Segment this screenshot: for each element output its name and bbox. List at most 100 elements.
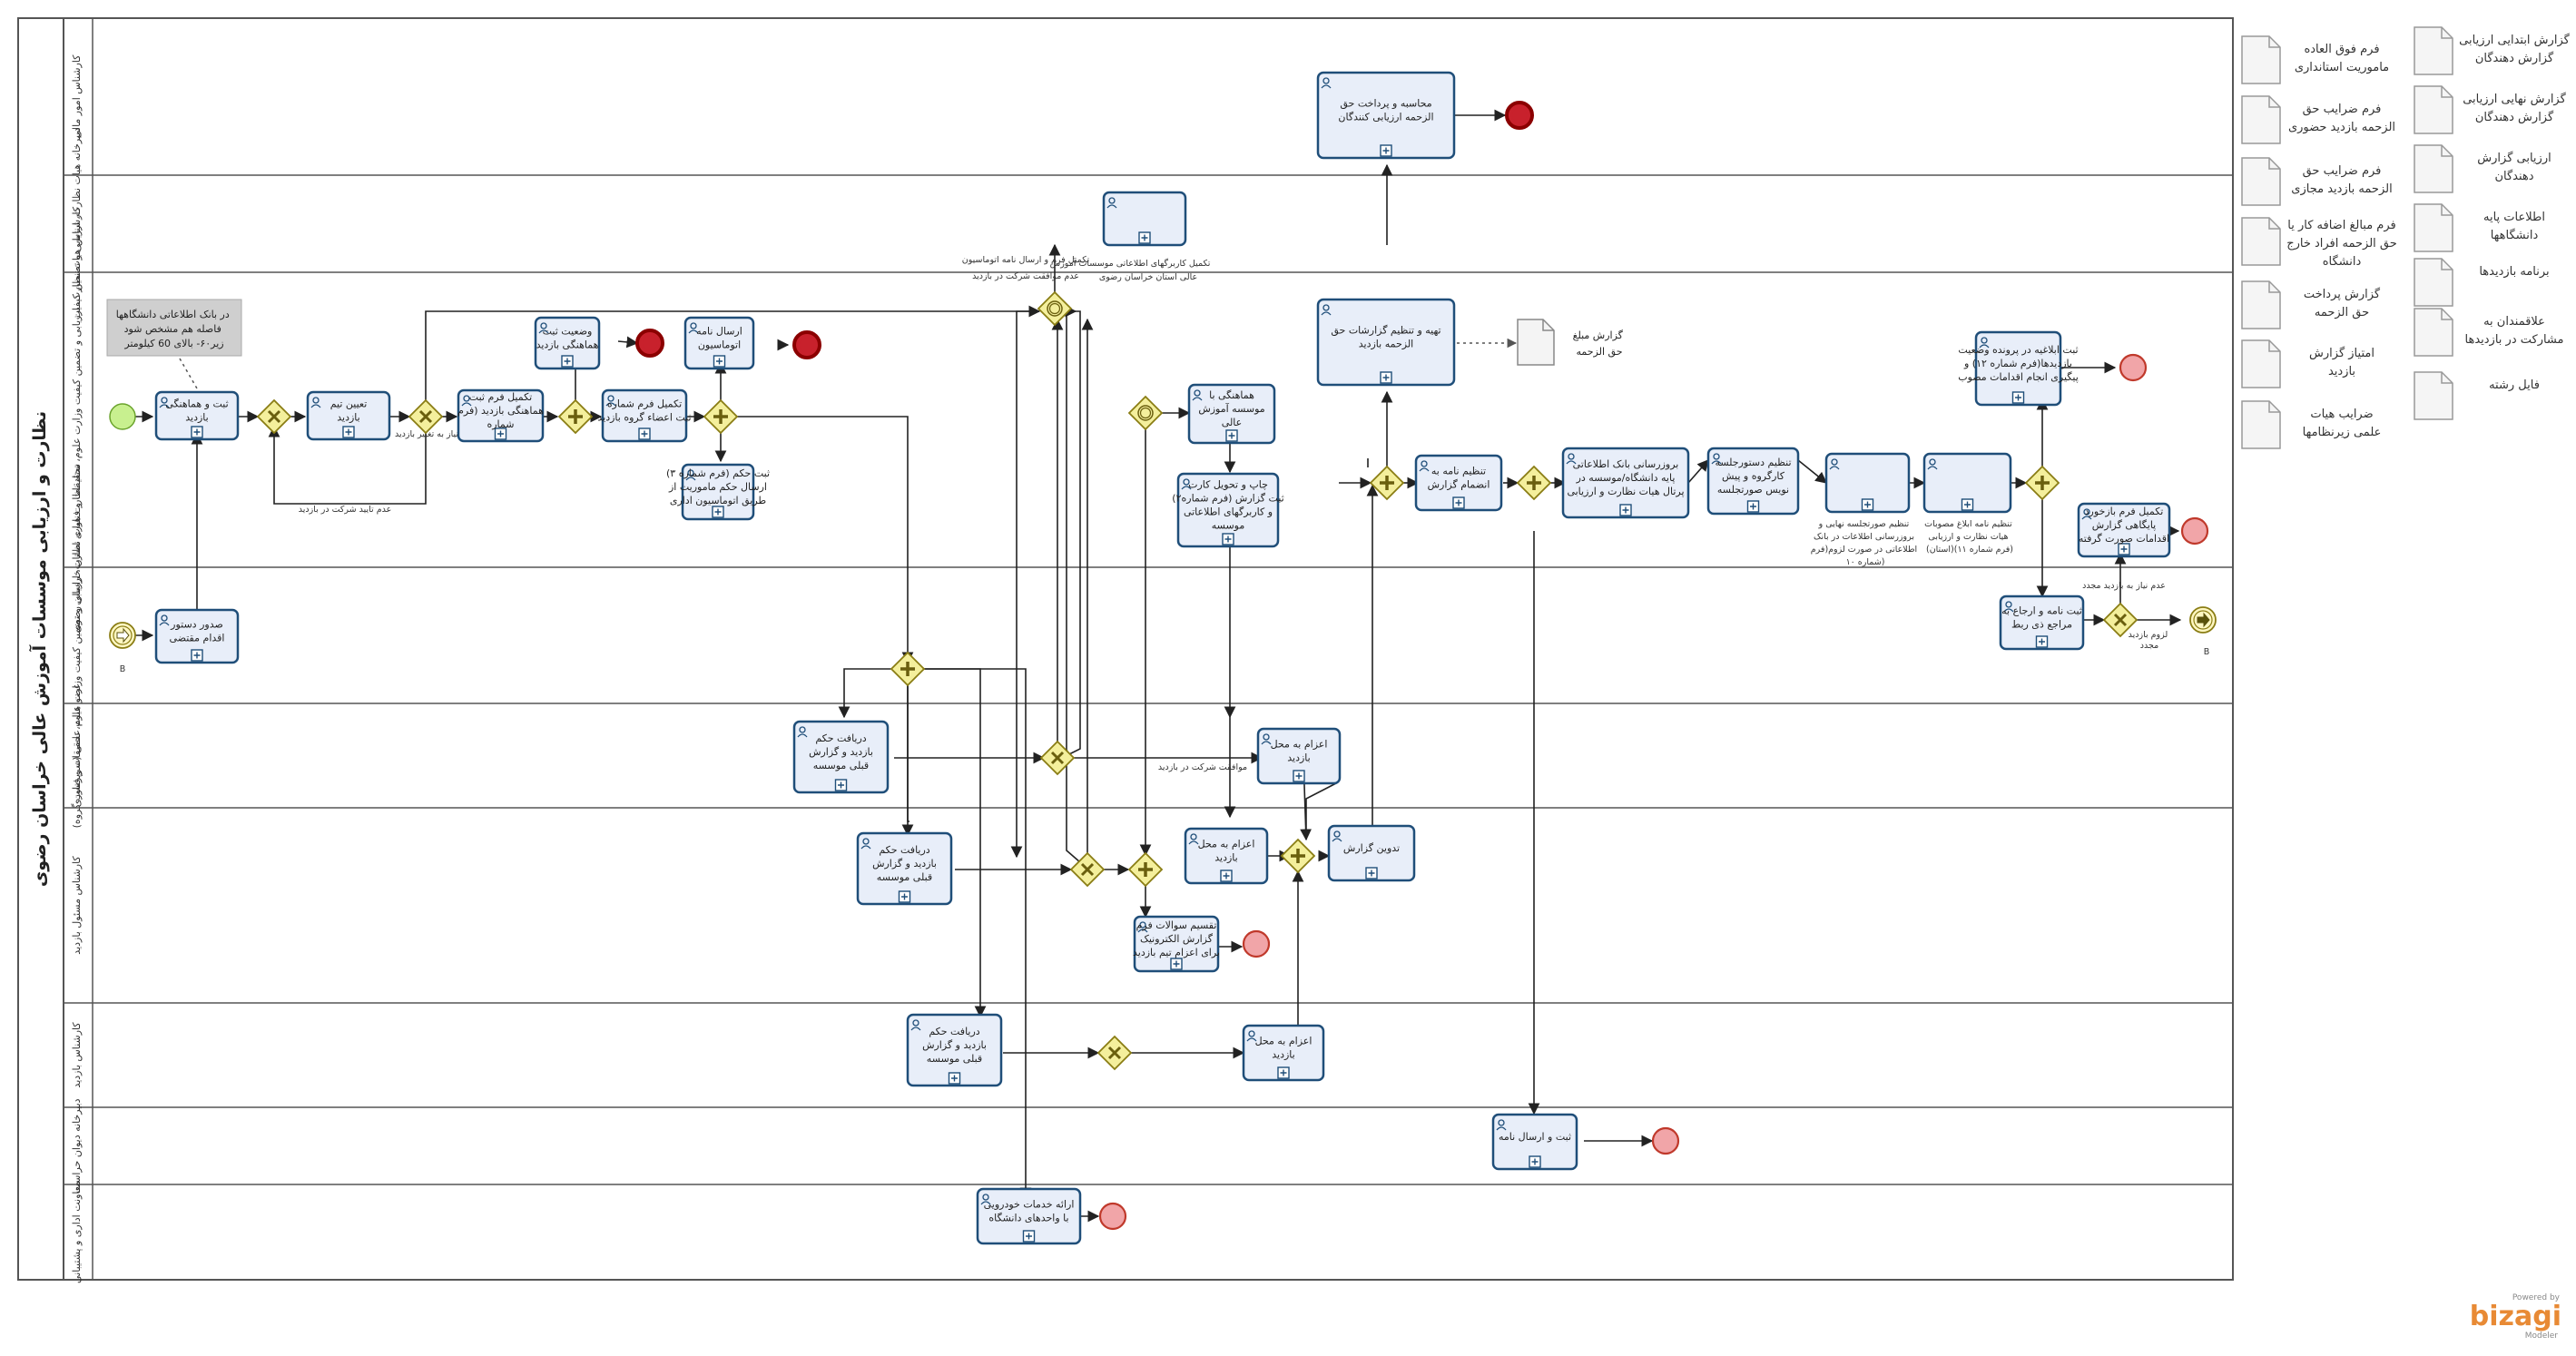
event-gateway[interactable]	[1037, 290, 1073, 327]
exclusive-gateway[interactable]	[2102, 602, 2138, 638]
parallel-gateway[interactable]	[703, 398, 739, 435]
document-icon[interactable]: برنامه بازدیدها	[2414, 258, 2550, 307]
parallel-gateway[interactable]	[1280, 838, 1316, 874]
subprocess-plus-icon	[1365, 867, 1378, 879]
task[interactable]	[1102, 191, 1187, 247]
end-event[interactable]	[1098, 1202, 1127, 1231]
annotation-text: در بانک اطلاعاتی دانشگاهها فاصله هم مشخص…	[116, 309, 233, 349]
exclusive-gateway[interactable]	[256, 398, 292, 435]
parallel-gateway[interactable]	[557, 398, 594, 435]
flow-label: عالی استان خراسان رضوی	[1099, 272, 1197, 282]
annotation-note: در بانک اطلاعاتی دانشگاهها فاصله هم مشخص…	[106, 299, 242, 357]
subprocess-plus-icon	[1529, 1155, 1541, 1168]
exclusive-gateway[interactable]	[1069, 851, 1106, 888]
task-label: ثبت و ارسال نامه	[1499, 1131, 1571, 1143]
flow	[737, 416, 914, 664]
end-event[interactable]	[1505, 101, 1534, 130]
lane-label: کارشناس هیات نظارت، ارزیابی و تضمین کیفی…	[71, 206, 83, 633]
parallel-gateway[interactable]	[2024, 465, 2060, 501]
events	[109, 101, 2217, 1231]
task[interactable]: ثبت حکم (فرم شماره ۳)ارسال حکم ماموریت ا…	[666, 463, 770, 521]
subprocess-plus-icon	[191, 426, 203, 438]
end-event[interactable]	[1651, 1126, 1680, 1155]
exclusive-gateway[interactable]	[408, 398, 444, 435]
document-icon[interactable]: فایل رشته	[2414, 371, 2540, 420]
user-icon	[1246, 1030, 1257, 1042]
parallel-gateway[interactable]	[1369, 465, 1405, 501]
end-event[interactable]	[792, 330, 821, 359]
task[interactable]	[1824, 452, 1911, 514]
task[interactable]: ثبت و ارسال نامه	[1491, 1113, 1578, 1171]
flow	[908, 668, 1032, 1200]
task[interactable]	[1922, 452, 2012, 514]
parallel-gateway[interactable]	[890, 651, 926, 687]
task[interactable]: تدوین گزارش	[1327, 824, 1416, 882]
subprocess-plus-icon	[834, 779, 848, 791]
event-gateway[interactable]	[1127, 395, 1164, 431]
user-icon	[538, 322, 549, 334]
subprocess-plus-icon	[638, 427, 651, 440]
link-event[interactable]	[2189, 606, 2217, 634]
flow-label: B	[120, 664, 126, 674]
end-event[interactable]	[2180, 516, 2209, 545]
user-icon	[159, 397, 170, 408]
parallel-gateway[interactable]	[1516, 465, 1552, 501]
exclusive-gateway[interactable]	[1039, 740, 1076, 776]
start-event[interactable]	[109, 403, 136, 430]
user-icon	[2003, 601, 2014, 613]
subprocess-plus-icon	[1452, 496, 1465, 509]
exclusive-gateway[interactable]	[1096, 1035, 1133, 1071]
parallel-gateway[interactable]	[1127, 851, 1164, 888]
link-event[interactable]	[109, 622, 136, 649]
flow	[1066, 311, 1081, 863]
end-event[interactable]	[1242, 929, 1271, 958]
subprocess-plus-icon	[561, 355, 574, 368]
end-event[interactable]	[635, 329, 664, 358]
end-event[interactable]	[2119, 353, 2148, 382]
